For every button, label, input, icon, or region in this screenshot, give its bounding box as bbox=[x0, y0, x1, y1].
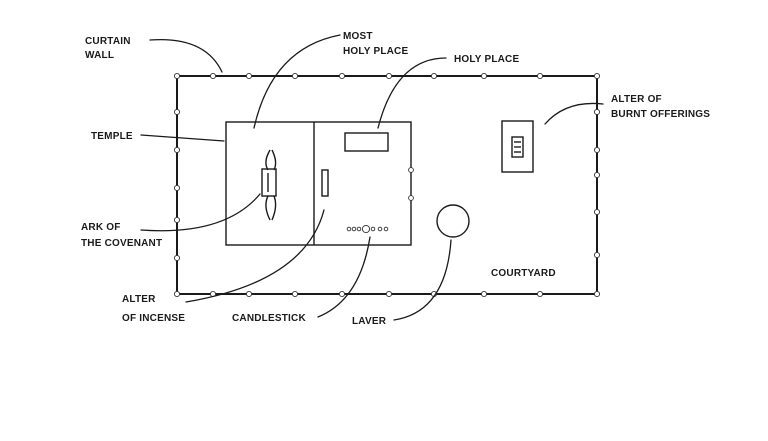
leader-curtain-wall bbox=[149, 38, 223, 73]
candlestick-shape bbox=[346, 224, 389, 234]
post bbox=[173, 146, 181, 154]
leader-ark bbox=[140, 193, 261, 232]
post bbox=[173, 290, 181, 298]
leader-laver bbox=[393, 239, 452, 321]
label-curtain-wall-line1: CURTAIN bbox=[85, 36, 131, 47]
post bbox=[385, 72, 393, 80]
leader-temple bbox=[140, 134, 225, 142]
alter-of-incense-shape bbox=[321, 169, 329, 197]
post bbox=[430, 72, 438, 80]
post bbox=[173, 254, 181, 262]
label-ark-line1: ARK OF bbox=[81, 222, 121, 233]
post bbox=[536, 72, 544, 80]
post bbox=[338, 72, 346, 80]
post bbox=[593, 290, 601, 298]
label-alter-burnt-line1: ALTER OF bbox=[611, 94, 662, 105]
post bbox=[593, 146, 601, 154]
temple-entrance-post bbox=[408, 195, 414, 201]
label-curtain-wall-line2: WALL bbox=[85, 50, 114, 61]
post bbox=[593, 171, 601, 179]
label-temple: TEMPLE bbox=[91, 131, 133, 142]
post bbox=[593, 72, 601, 80]
temple-entrance-post bbox=[408, 167, 414, 173]
post bbox=[209, 72, 217, 80]
post bbox=[338, 290, 346, 298]
post bbox=[173, 72, 181, 80]
post bbox=[480, 72, 488, 80]
leader-alter-burnt bbox=[544, 102, 604, 125]
post bbox=[173, 184, 181, 192]
post bbox=[593, 108, 601, 116]
label-ark-line2: THE COVENANT bbox=[81, 238, 162, 249]
post bbox=[480, 290, 488, 298]
alter-of-burnt-offerings-shape bbox=[501, 120, 534, 173]
post bbox=[593, 251, 601, 259]
ark-of-covenant-shape bbox=[261, 149, 277, 221]
post bbox=[245, 72, 253, 80]
post bbox=[173, 108, 181, 116]
temple-building bbox=[225, 121, 412, 246]
leader-alter-incense bbox=[185, 209, 325, 303]
post bbox=[245, 290, 253, 298]
curtain-wall-posts bbox=[173, 72, 601, 298]
label-laver: LAVER bbox=[352, 316, 387, 327]
post bbox=[536, 290, 544, 298]
post bbox=[385, 290, 393, 298]
label-courtyard: COURTYARD bbox=[491, 268, 556, 279]
curtain-wall bbox=[176, 75, 598, 295]
label-alter-incense-line1: ALTER bbox=[122, 294, 156, 305]
label-most-holy-place-line2: HOLY PLACE bbox=[343, 46, 408, 57]
table-shape bbox=[344, 132, 389, 152]
label-alter-incense-line2: OF INCENSE bbox=[122, 313, 185, 324]
leader-most-holy-place bbox=[253, 34, 341, 129]
leader-candlestick bbox=[317, 236, 371, 318]
label-alter-burnt-line2: BURNT OFFERINGS bbox=[611, 109, 710, 120]
label-candlestick: CANDLESTICK bbox=[232, 313, 306, 324]
laver-shape bbox=[436, 204, 470, 238]
post bbox=[593, 208, 601, 216]
post bbox=[291, 290, 299, 298]
post bbox=[291, 72, 299, 80]
label-holy-place: HOLY PLACE bbox=[454, 54, 519, 65]
leader-holy-place bbox=[377, 57, 447, 129]
post bbox=[173, 216, 181, 224]
label-most-holy-place-line1: MOST bbox=[343, 31, 373, 42]
